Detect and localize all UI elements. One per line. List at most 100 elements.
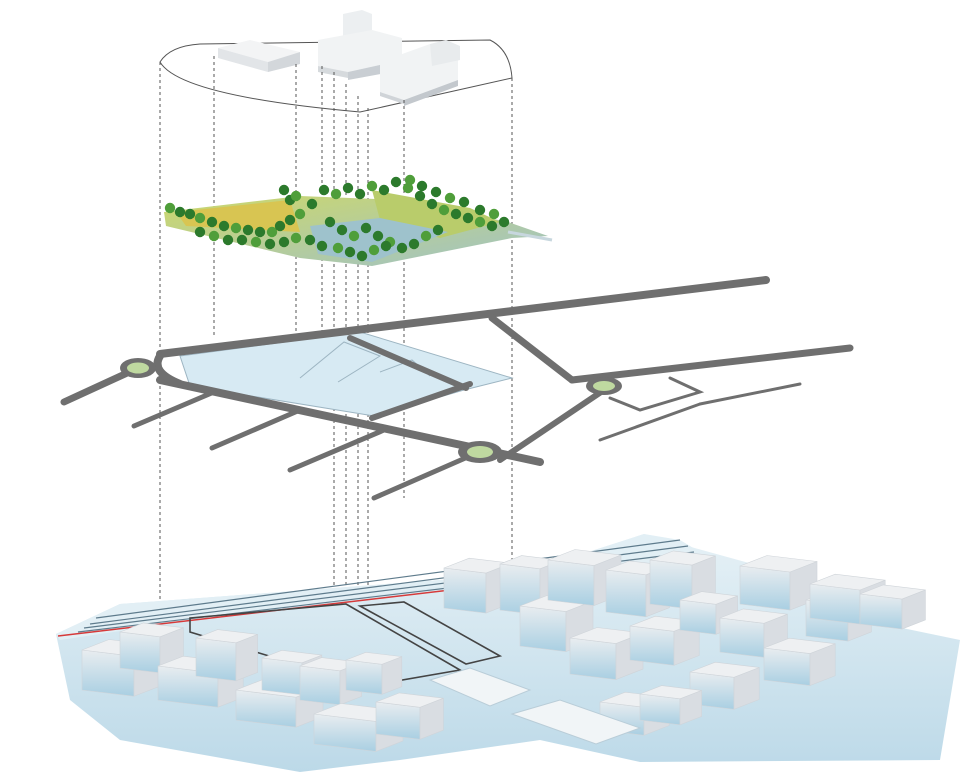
context-building bbox=[739, 555, 818, 611]
tree-icon bbox=[222, 234, 234, 246]
tree-icon bbox=[432, 224, 444, 236]
context-building bbox=[859, 584, 926, 630]
tree-icon bbox=[348, 230, 360, 242]
tree-icon bbox=[462, 212, 474, 224]
massing-outline bbox=[159, 39, 513, 113]
context-building bbox=[569, 627, 644, 680]
tree-icon bbox=[194, 212, 206, 224]
tree-icon bbox=[236, 234, 248, 246]
tree-icon bbox=[316, 240, 328, 252]
road-east-diagonal bbox=[488, 314, 576, 384]
tree-icon bbox=[486, 220, 498, 232]
tree-icon bbox=[474, 216, 486, 228]
tree-icon bbox=[488, 208, 500, 220]
tree-icon bbox=[450, 208, 462, 220]
context-building bbox=[639, 685, 702, 726]
road-plaza-south bbox=[369, 381, 473, 421]
tree-icon bbox=[430, 186, 442, 198]
tree-icon bbox=[284, 214, 296, 226]
tree-icon bbox=[278, 184, 290, 196]
tree-icon bbox=[254, 226, 266, 238]
tree-icon bbox=[206, 216, 218, 228]
road-network-layer bbox=[60, 276, 854, 501]
road-east-link bbox=[497, 387, 607, 463]
context-platforms bbox=[428, 667, 642, 745]
tree-icon bbox=[264, 238, 276, 250]
road-spur-1 bbox=[131, 389, 217, 429]
project-site-outline bbox=[189, 601, 503, 687]
tree-icon bbox=[336, 224, 348, 236]
tree-icon bbox=[318, 184, 330, 196]
tree-icon bbox=[332, 242, 344, 254]
tree-icon bbox=[404, 174, 416, 186]
tree-icon bbox=[390, 176, 402, 188]
road-main-north bbox=[156, 276, 770, 358]
tree-icon bbox=[230, 222, 242, 234]
tree-icon bbox=[360, 222, 372, 234]
massing-block-right bbox=[380, 40, 460, 106]
road-east-service bbox=[608, 376, 705, 412]
tree-icon bbox=[356, 250, 368, 262]
tree-icon bbox=[458, 196, 470, 208]
tree-icon bbox=[164, 202, 176, 214]
road-middle-diagonal bbox=[347, 335, 469, 391]
roundabout-west bbox=[120, 358, 156, 378]
tree-icon bbox=[266, 226, 278, 238]
park-meadow bbox=[176, 200, 300, 232]
tree-icon bbox=[174, 206, 186, 218]
tree-icon bbox=[294, 208, 306, 220]
road-east-main bbox=[568, 344, 854, 384]
tree-icon bbox=[438, 204, 450, 216]
building-massing-layer bbox=[159, 10, 513, 113]
road-east-far bbox=[698, 382, 802, 406]
tree-icon bbox=[426, 198, 438, 210]
tree-icon bbox=[278, 236, 290, 248]
tree-icon bbox=[218, 220, 230, 232]
tree-icon bbox=[194, 226, 206, 238]
tree-icon bbox=[372, 230, 384, 242]
tree-icon bbox=[184, 208, 196, 220]
tree-icon bbox=[416, 180, 428, 192]
tree-icon bbox=[344, 246, 356, 258]
landscape-park-layer bbox=[164, 174, 553, 266]
tree-icon bbox=[242, 224, 254, 236]
context-building bbox=[547, 549, 622, 606]
tree-icon bbox=[474, 204, 486, 216]
tree-icon bbox=[368, 244, 380, 256]
tree-icon bbox=[304, 234, 316, 246]
tree-icon bbox=[396, 242, 408, 254]
tree-icon bbox=[420, 230, 432, 242]
tree-icon bbox=[444, 192, 456, 204]
roundabout-east bbox=[586, 377, 622, 395]
tree-icon bbox=[208, 230, 220, 242]
tree-icon bbox=[414, 190, 426, 202]
tree-icon bbox=[306, 198, 318, 210]
tree-icon bbox=[342, 182, 354, 194]
tree-icon bbox=[330, 188, 342, 200]
tree-icon bbox=[402, 182, 414, 194]
road-spur-2 bbox=[209, 407, 303, 451]
tree-icon bbox=[324, 216, 336, 228]
park-path bbox=[507, 230, 553, 242]
tree-icon bbox=[250, 236, 262, 248]
tree-group bbox=[164, 174, 510, 262]
existing-city-context-layer bbox=[56, 534, 960, 772]
context-building bbox=[195, 629, 258, 682]
context-building bbox=[763, 637, 836, 686]
massing-block-left bbox=[218, 40, 300, 72]
road-spur-3 bbox=[287, 427, 387, 473]
tree-icon bbox=[354, 188, 366, 200]
tree-icon bbox=[498, 216, 510, 228]
roundabout-south bbox=[458, 441, 502, 463]
context-building bbox=[375, 692, 444, 740]
context-building bbox=[345, 651, 403, 695]
tree-icon bbox=[290, 190, 302, 202]
tree-icon bbox=[378, 184, 390, 196]
tree-icon bbox=[274, 220, 286, 232]
tree-icon bbox=[366, 180, 378, 192]
road-loop bbox=[153, 352, 184, 388]
road-east-minor bbox=[598, 402, 702, 442]
tree-icon bbox=[290, 232, 302, 244]
road-spur-4 bbox=[371, 453, 473, 501]
